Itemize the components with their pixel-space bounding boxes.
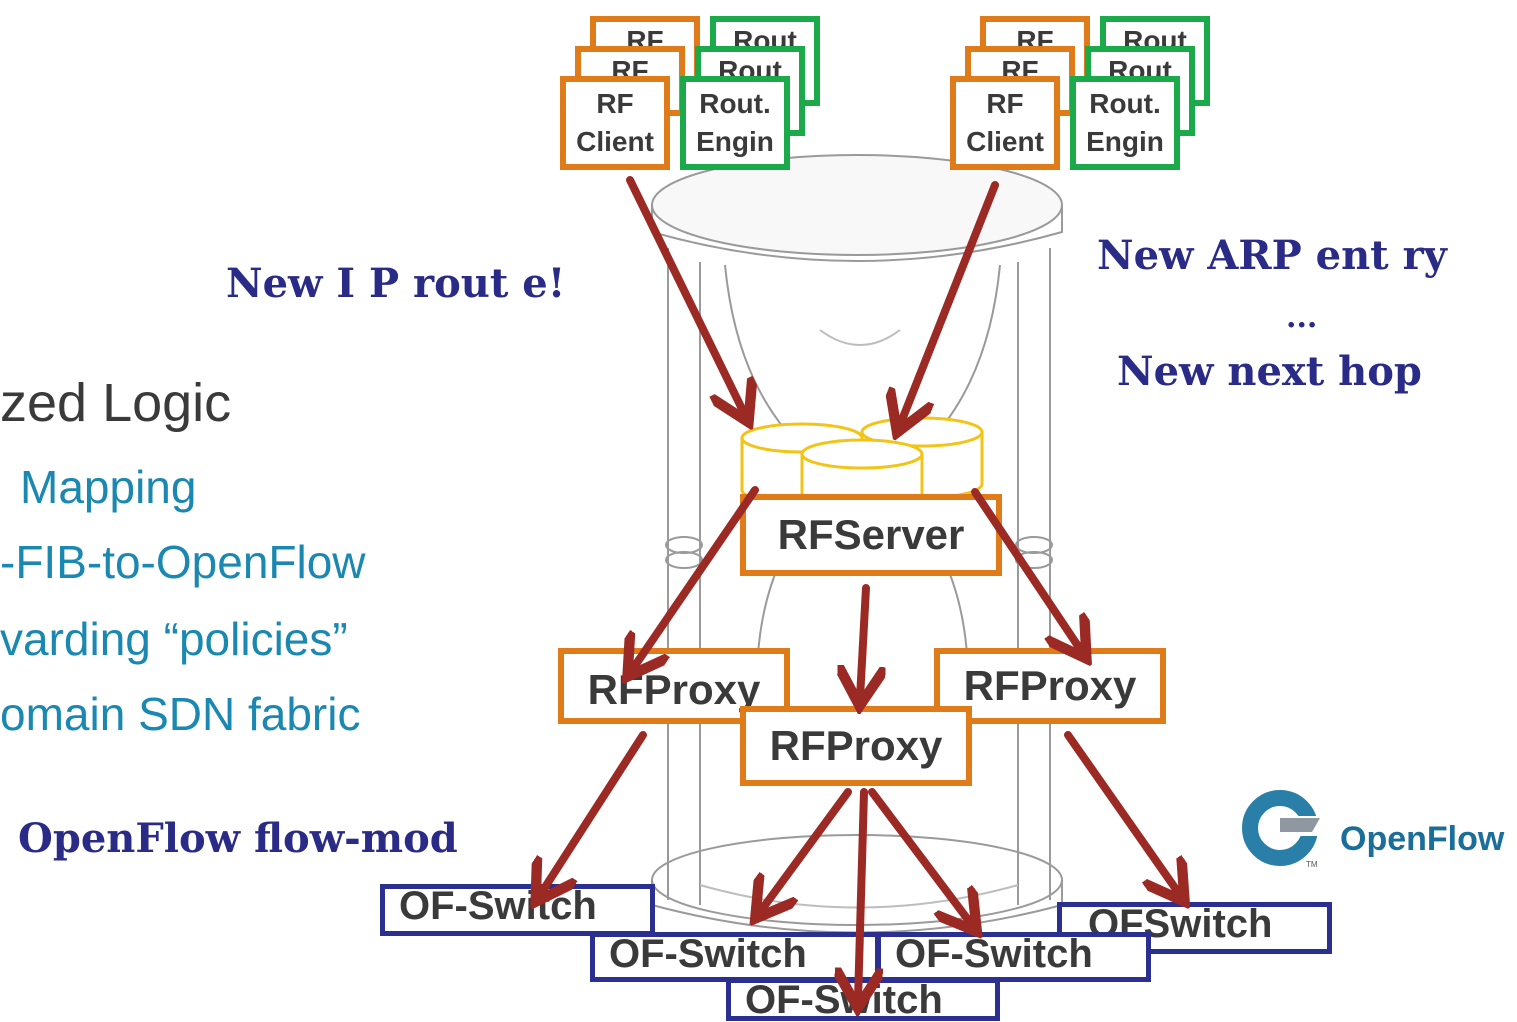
ellipsis-label: ... [1286, 300, 1318, 335]
left-heading: zed Logic [0, 373, 232, 433]
of-switch-1: OF-Switch [380, 884, 655, 936]
openflow-logo: TM OpenFlow [1240, 782, 1517, 882]
rout-engin-right-line1: Rout. [1089, 88, 1161, 119]
left-item-4: omain SDN fabric [0, 688, 361, 740]
rout-engin-left-line1: Rout. [699, 88, 771, 119]
of-switch-1-label: OF-Switch [399, 884, 597, 928]
openflow-logo-tm: TM [1306, 860, 1318, 869]
of-switch-4-label: OF-Switch [745, 978, 943, 1022]
new-arp-entry-label: New ARP ent ry [1097, 232, 1447, 279]
openflow-logo-icon [1242, 790, 1320, 866]
of-switch-4: OF-Switch [726, 978, 1000, 1021]
of-switch-3: OF-Switch [876, 932, 1151, 982]
rout-engin-left-line2: Engin [696, 126, 774, 157]
of-switch-2: OF-Switch [590, 932, 880, 982]
openflow-flow-mod-label: OpenFlow flow-mod [18, 815, 458, 862]
rfserver-label: RFServer [777, 511, 965, 558]
rout-engin-right-line2: Engin [1086, 126, 1164, 157]
of-switch-3-label: OF-Switch [895, 932, 1093, 976]
left-item-3: varding “policies” [0, 613, 348, 665]
rf-client-right-line1: RF [986, 88, 1024, 119]
rfproxy-left-label: RFProxy [587, 666, 761, 713]
rf-client-right-line2: Client [966, 126, 1044, 157]
openflow-logo-text: OpenFlow [1340, 820, 1505, 858]
rf-client-right: RF Client [950, 76, 1060, 170]
new-ip-route-label: New I P rout e! [226, 260, 566, 307]
rout-engin-right: Rout. Engin [1070, 76, 1180, 170]
left-item-1: Mapping [20, 461, 197, 513]
rf-client-left: RF Client [560, 76, 670, 170]
of-switch-2-label: OF-Switch [609, 932, 807, 976]
rout-engin-left: Rout. Engin [680, 76, 790, 170]
new-next-hop-label: New next hop [1117, 348, 1422, 395]
left-item-2: -FIB-to-OpenFlow [0, 536, 366, 588]
rf-client-left-line1: RF [596, 88, 634, 119]
rfproxy-right-label: RFProxy [963, 662, 1137, 709]
rfserver-box: RFServer [740, 494, 1002, 576]
rf-client-left-line2: Client [576, 126, 654, 157]
rfproxy-center-label: RFProxy [769, 722, 943, 769]
rfproxy-center-box: RFProxy [740, 706, 972, 786]
